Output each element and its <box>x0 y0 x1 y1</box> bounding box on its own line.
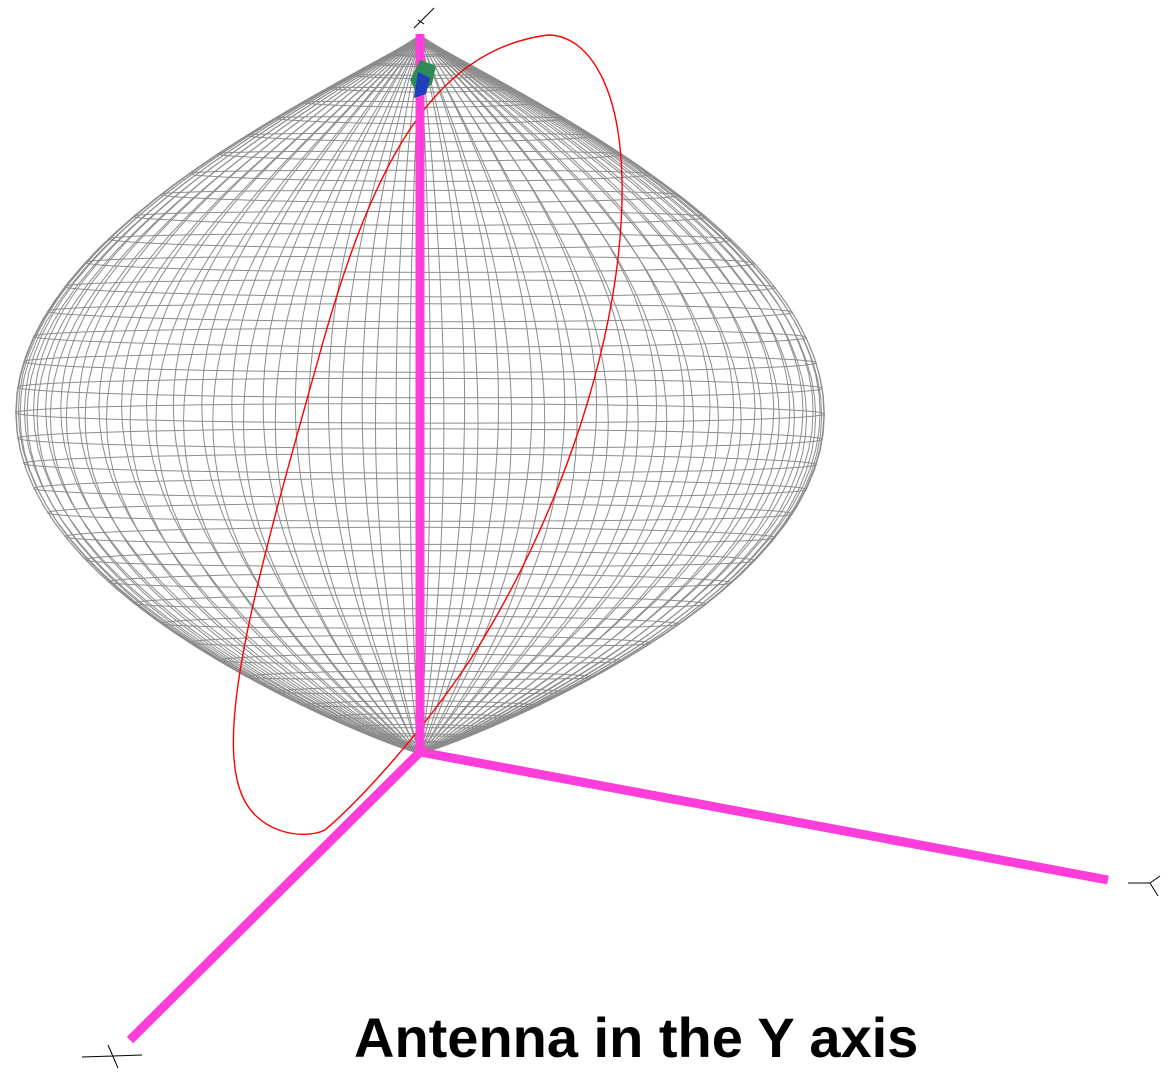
mesh-longitude-line <box>419 33 763 753</box>
mesh-longitude-line <box>419 33 821 754</box>
mesh-longitude-line <box>32 33 421 754</box>
mesh-longitude-line <box>274 33 421 754</box>
mesh-longitude-line <box>145 33 421 753</box>
mesh-longitude-line <box>419 33 566 753</box>
mesh-longitude-line <box>340 33 421 754</box>
meridian-trace <box>232 34 623 836</box>
mesh-longitude-line <box>419 33 598 753</box>
mesh-longitude-line <box>121 33 421 753</box>
mesh-longitude-line <box>419 33 658 753</box>
mesh-longitude-line <box>419 33 720 753</box>
z-axis-end-marker <box>413 7 435 29</box>
mesh-longitude-line <box>17 33 421 754</box>
mesh-longitude-line <box>419 33 533 753</box>
mesh-longitude-line <box>212 33 421 753</box>
mesh-longitude-line <box>23 33 421 754</box>
mesh-longitude-line <box>395 33 421 755</box>
mesh-longitude-line <box>60 33 421 753</box>
y-axis-end-marker <box>1128 875 1161 897</box>
mesh-longitude-line <box>361 33 421 754</box>
mesh-longitude-line <box>419 33 814 754</box>
mesh-longitude-line <box>419 33 685 753</box>
mesh-longitude-line <box>419 33 546 753</box>
mesh-longitude-line <box>419 33 780 754</box>
mesh-longitude-line <box>262 33 421 753</box>
mesh-longitude-line <box>419 33 711 753</box>
mesh-longitude-line <box>419 33 735 753</box>
mesh-longitude-line <box>231 33 421 753</box>
mesh-longitude-line <box>419 33 628 753</box>
mesh-longitude-line <box>294 33 421 753</box>
mesh-longitude-line <box>419 33 445 754</box>
mesh-longitude-line <box>201 33 421 753</box>
mesh-longitude-line <box>98 33 421 753</box>
mesh-longitude-line <box>419 33 742 753</box>
mesh-longitude-line <box>419 33 775 754</box>
mesh-longitude-line <box>419 33 466 754</box>
mesh-longitude-line <box>45 33 421 754</box>
mesh-longitude-line <box>419 33 513 753</box>
caption-antenna-orientation: Antenna in the Y axis <box>354 1006 919 1069</box>
mesh-longitude-line <box>327 33 421 754</box>
mesh-longitude-line <box>242 33 421 753</box>
x-axis-end-marker <box>81 1044 143 1069</box>
mesh-longitude-line <box>419 33 791 754</box>
mesh-longitude-line <box>172 33 421 753</box>
mesh-longitude-line <box>419 33 756 753</box>
mesh-longitude-line <box>374 33 421 754</box>
mesh-longitude-line <box>84 33 421 754</box>
y-axis <box>419 747 1109 885</box>
x-axis <box>126 748 424 1044</box>
mesh-longitude-line <box>77 33 421 753</box>
mesh-longitude-line <box>182 33 421 753</box>
pole-marker <box>410 60 436 98</box>
mesh-longitude-line <box>419 33 804 754</box>
